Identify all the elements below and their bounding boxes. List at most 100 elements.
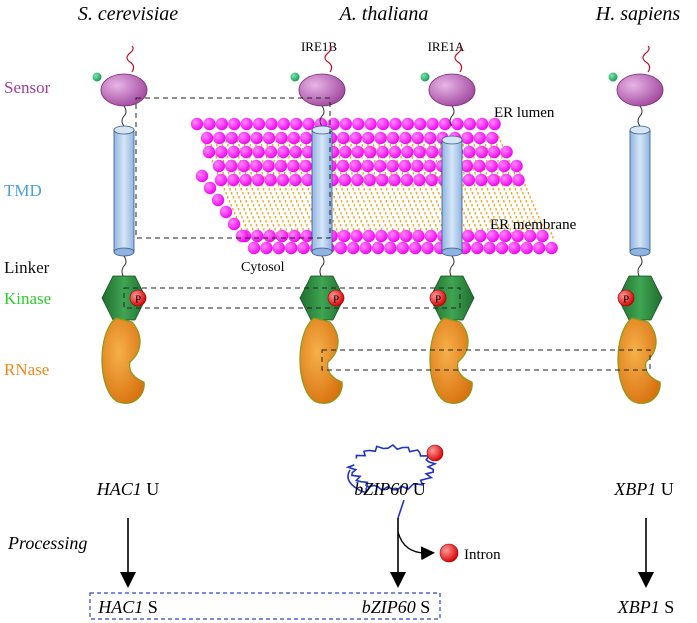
lipid-head xyxy=(274,159,288,173)
lipid-head xyxy=(251,173,265,187)
lipid-head xyxy=(462,173,476,187)
lipid-head xyxy=(399,229,413,243)
linker xyxy=(449,255,455,279)
lipid-head xyxy=(461,131,474,145)
sensor-tail xyxy=(642,45,651,73)
sensor-connector xyxy=(121,105,127,127)
lipid-head xyxy=(336,159,350,173)
lipid-head xyxy=(485,131,499,145)
lipid-head xyxy=(260,241,273,255)
ire1-protein: P xyxy=(92,45,148,404)
lipid-head xyxy=(202,145,216,159)
lipid-head xyxy=(352,117,365,131)
lipid-head xyxy=(227,173,240,187)
er-membrane-bilayer xyxy=(190,117,558,255)
lipid-head xyxy=(374,131,387,145)
lipid-head xyxy=(219,205,233,219)
sensor-ligand xyxy=(608,72,618,82)
rnase-domain xyxy=(429,317,473,404)
lipid-head xyxy=(215,145,228,159)
phospho-site xyxy=(429,289,447,307)
lipid-head xyxy=(247,241,261,255)
tmd-bottom xyxy=(113,247,135,257)
lipid-head xyxy=(421,241,434,255)
domain-label-sensor: Sensor xyxy=(4,78,51,97)
lipid-head xyxy=(364,117,377,131)
sensor-connector xyxy=(637,105,643,127)
tmd-top xyxy=(113,125,135,135)
lipid-head xyxy=(228,117,241,131)
lipid-head xyxy=(240,117,253,131)
lipid-head xyxy=(438,117,452,131)
lipid-head xyxy=(523,229,537,243)
species-human: H. sapiens xyxy=(595,3,681,25)
lipid-head xyxy=(263,229,276,243)
lipid-head xyxy=(371,241,385,255)
intron-label: Intron xyxy=(464,547,501,563)
sensor-domain xyxy=(616,73,664,107)
lipid-head xyxy=(214,173,228,187)
lipid-head xyxy=(375,173,389,187)
lipid-head xyxy=(463,145,476,159)
yeast-spliced: HAC1 S xyxy=(97,597,158,617)
lipid-head xyxy=(485,159,498,173)
tmd-top xyxy=(629,125,651,135)
linker xyxy=(121,255,127,279)
lipid-head xyxy=(423,159,436,173)
lipid-head xyxy=(301,145,315,159)
lipid-head xyxy=(302,117,315,131)
lipid-head xyxy=(488,117,501,131)
rnase-domain xyxy=(101,317,145,404)
er-membrane-label: ER membrane xyxy=(490,217,577,233)
sensor-tail xyxy=(126,45,135,73)
lipid-head xyxy=(487,145,501,159)
lipid-head xyxy=(339,145,352,159)
domain-label-rnase: RNase xyxy=(4,360,49,379)
tmd-domain xyxy=(629,129,651,253)
lipid-head xyxy=(475,173,488,187)
lipid-head xyxy=(487,173,500,187)
lipid-head xyxy=(511,229,524,243)
alignment-dashes xyxy=(123,97,651,371)
domain-label-linker: Linker xyxy=(4,258,50,277)
lipid-head xyxy=(363,145,377,159)
plant-unspliced: bZIP60 U xyxy=(354,479,426,499)
lipid-head xyxy=(476,117,489,131)
lipid-head xyxy=(520,241,533,255)
lipid-head xyxy=(388,173,401,187)
lipid-head xyxy=(203,181,217,195)
lipid-head xyxy=(264,173,277,187)
lipid-head xyxy=(277,145,290,159)
lipid-head xyxy=(389,117,402,131)
lipid-head xyxy=(497,159,511,173)
lipid-head xyxy=(375,229,388,243)
yeast-unspliced: HAC1 U xyxy=(96,479,160,499)
lipid-head xyxy=(276,173,290,187)
sensor-domain xyxy=(298,73,346,107)
lipid-head xyxy=(239,145,253,159)
lipid-head xyxy=(289,145,302,159)
lipid-head xyxy=(299,131,313,145)
tmd-domain xyxy=(311,129,333,253)
lipid-head xyxy=(361,131,375,145)
cytosol-label: Cytosol xyxy=(241,260,285,275)
lipid-head xyxy=(337,131,350,145)
lipid-head xyxy=(373,159,387,173)
sensor-connector xyxy=(449,105,455,127)
lipid-head xyxy=(376,145,389,159)
lipid-head xyxy=(334,241,347,255)
lipid-head xyxy=(386,131,400,145)
lipid-head xyxy=(288,229,301,243)
lipid-head xyxy=(300,229,314,243)
lipid-head xyxy=(237,131,251,145)
sensor-ligand xyxy=(420,72,430,82)
lipid-head xyxy=(426,117,439,131)
lipid-head xyxy=(359,241,372,255)
lipid-head xyxy=(499,173,513,187)
lipid-head xyxy=(376,117,390,131)
lipid-head xyxy=(251,229,264,243)
tmd-bottom xyxy=(441,247,463,257)
lipid-head xyxy=(227,145,240,159)
lipid-head xyxy=(495,241,509,255)
